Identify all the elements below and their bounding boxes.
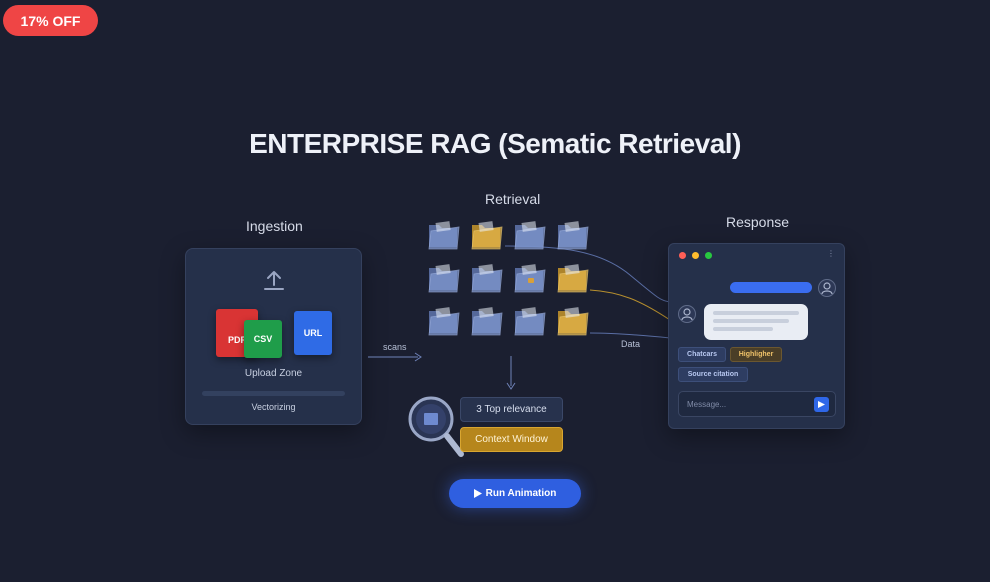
folder-icon (514, 307, 546, 336)
folder-icon (514, 264, 546, 293)
folder-highlighted-icon (557, 307, 589, 336)
response-chat-window[interactable]: ⋮ Chatcars Highligher Source citation Me… (668, 243, 845, 429)
ingestion-card[interactable]: PDF CSV URL Upload Zone Vectorizing (185, 248, 362, 425)
folder-highlighted-icon (557, 264, 589, 293)
section-label-ingestion: Ingestion (246, 218, 303, 234)
run-animation-label: Run Animation (485, 488, 557, 499)
url-file-icon[interactable]: URL (294, 311, 332, 355)
window-minimize-dot[interactable] (692, 252, 699, 259)
folder-icon (428, 221, 460, 250)
discount-badge[interactable]: 17% OFF (3, 5, 98, 36)
send-button[interactable] (814, 397, 829, 412)
folder-highlighted-icon (471, 221, 503, 250)
section-label-retrieval: Retrieval (485, 191, 541, 207)
text-placeholder-line (713, 319, 789, 323)
folder-icon (471, 264, 503, 293)
scans-arrow-head (414, 352, 422, 362)
user-message-bubble (730, 282, 812, 293)
folder-icon (557, 221, 589, 250)
upload-zone-label: Upload Zone (244, 368, 303, 379)
folder-icon (428, 307, 460, 336)
vectorizing-label: Vectorizing (251, 402, 296, 412)
upload-arrow-icon (264, 271, 284, 290)
send-icon (818, 401, 825, 408)
folder-icon (514, 221, 546, 250)
run-animation-button[interactable]: Run Animation (449, 479, 581, 508)
folder-icon (471, 307, 503, 336)
vectorizing-progress-bar (202, 391, 345, 396)
section-label-response: Response (726, 214, 790, 230)
scans-label: scans (383, 342, 407, 352)
tag-chatcars[interactable]: Chatcars (678, 347, 726, 362)
window-close-dot[interactable] (679, 252, 686, 259)
user-avatar-icon (818, 279, 836, 297)
page-title: ENTERPRISE RAG (Sematic Retrieval) (249, 128, 741, 159)
magnifier-icon[interactable] (404, 394, 470, 460)
tag-source-citation[interactable]: Source citation (678, 367, 748, 382)
retrieval-flow-line-2 (589, 289, 671, 321)
bot-message-bubble (704, 304, 808, 340)
retrieval-flow-line-3 (589, 332, 671, 339)
text-placeholder-line (713, 327, 773, 331)
text-placeholder-line (713, 311, 799, 315)
top-relevance-chip: 3 Top relevance (460, 397, 563, 422)
csv-file-icon[interactable]: CSV (244, 320, 282, 358)
message-placeholder: Message... (687, 399, 727, 409)
more-options-icon[interactable]: ⋮ (827, 249, 835, 258)
message-input[interactable]: Message... (678, 391, 836, 417)
data-label: Data (621, 339, 641, 349)
retrieval-down-arrow-head (506, 382, 516, 390)
tag-highligher[interactable]: Highligher (730, 347, 782, 362)
window-maximize-dot[interactable] (705, 252, 712, 259)
context-window-chip: Context Window (460, 427, 563, 452)
play-icon (473, 489, 482, 498)
folder-icon (428, 264, 460, 293)
bot-avatar-icon (678, 305, 696, 323)
